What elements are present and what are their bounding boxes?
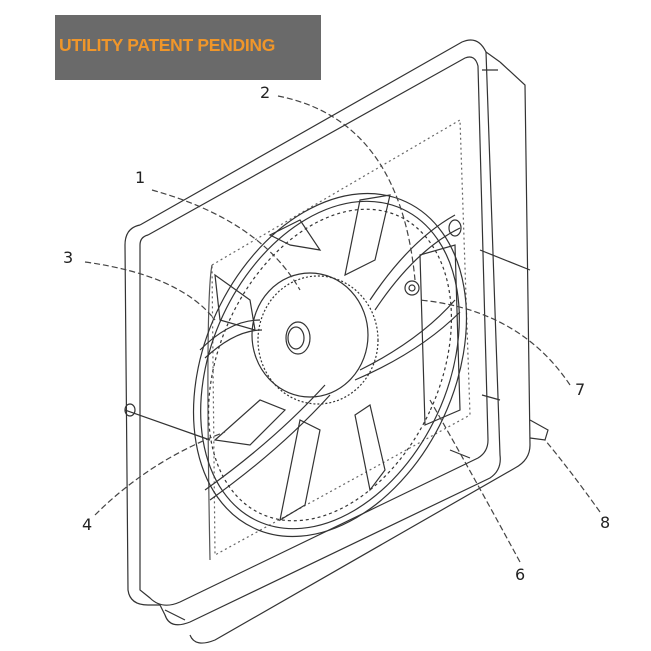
reference-numeral-6: 6 [515, 565, 526, 584]
reference-numeral-1: 1 [135, 168, 146, 187]
fan-blades [213, 194, 391, 522]
controller-module [404, 244, 461, 426]
reference-numeral-2: 2 [260, 83, 271, 102]
reference-numeral-4: 4 [82, 515, 93, 534]
reference-numeral-8: 8 [600, 513, 611, 532]
reference-numeral-3: 3 [63, 248, 74, 267]
shroud-frame [124, 39, 549, 644]
fan-ring [192, 192, 468, 538]
patent-pending-banner: UTILITY PATENT PENDING [55, 15, 321, 80]
reference-numeral-7: 7 [575, 380, 586, 399]
motor-hub [251, 272, 379, 405]
banner-text: UTILITY PATENT PENDING [59, 35, 276, 55]
leader-lines [84, 95, 601, 563]
support-arms [199, 214, 462, 501]
